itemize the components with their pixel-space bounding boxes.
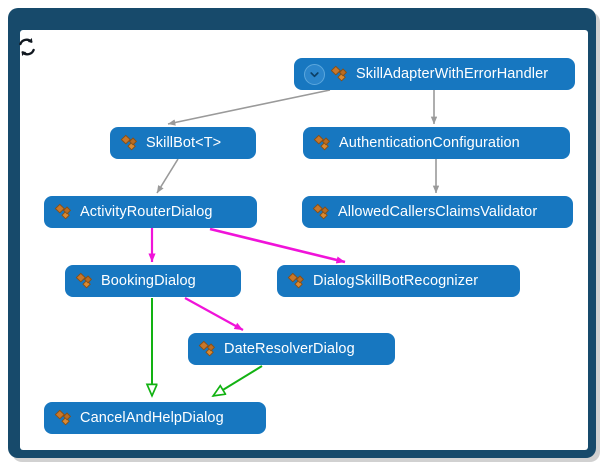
node-label: BookingDialog [101, 273, 196, 289]
node-skillbot[interactable]: SkillBot<T> [110, 127, 256, 159]
node-cancelandhelpdialog[interactable]: CancelAndHelpDialog [44, 402, 266, 434]
node-dateresolverdialog[interactable]: DateResolverDialog [188, 333, 395, 365]
class-shape-icon [313, 134, 332, 153]
node-dialogskillbotrecognizer[interactable]: DialogSkillBotRecognizer [277, 265, 520, 297]
class-shape-icon [120, 134, 139, 153]
class-shape-icon [312, 203, 331, 222]
refresh-sync-icon[interactable] [16, 36, 38, 58]
node-activityrouterdialog[interactable]: ActivityRouterDialog [44, 196, 257, 228]
node-label: AuthenticationConfiguration [339, 135, 520, 151]
node-label: DateResolverDialog [224, 341, 355, 357]
node-label: CancelAndHelpDialog [80, 410, 224, 426]
class-shape-icon [330, 65, 349, 84]
node-bookingdialog[interactable]: BookingDialog [65, 265, 241, 297]
node-skilladapterwitherrorhandler[interactable]: SkillAdapterWithErrorHandler [294, 58, 575, 90]
node-label: SkillAdapterWithErrorHandler [356, 66, 549, 82]
node-authenticationconfiguration[interactable]: AuthenticationConfiguration [303, 127, 570, 159]
class-shape-icon [54, 409, 73, 428]
node-label: AllowedCallersClaimsValidator [338, 204, 538, 220]
class-shape-icon [198, 340, 217, 359]
class-shape-icon [75, 272, 94, 291]
class-shape-icon [287, 272, 306, 291]
node-allowedcallersclaimsvalidator[interactable]: AllowedCallersClaimsValidator [302, 196, 573, 228]
node-label: SkillBot<T> [146, 135, 222, 151]
chevron-down-icon[interactable] [304, 63, 325, 85]
class-shape-icon [54, 203, 73, 222]
node-label: ActivityRouterDialog [80, 204, 213, 220]
node-label: DialogSkillBotRecognizer [313, 273, 479, 289]
diagram-canvas [20, 30, 588, 450]
